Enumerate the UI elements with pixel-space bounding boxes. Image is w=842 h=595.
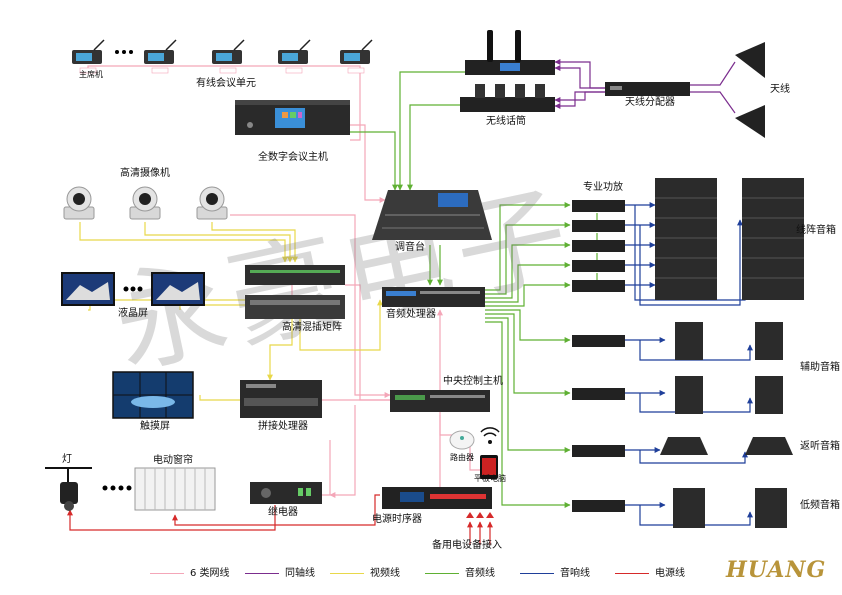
legend-swatch (330, 572, 364, 574)
label-light: 灯 (62, 454, 72, 465)
sub-speakers (673, 488, 787, 528)
label-lcd: 液晶屏 (118, 308, 148, 319)
legend-item-network: 6 类网线 (150, 564, 230, 579)
legend-swatch (150, 572, 184, 574)
label-matrix: 高清混插矩阵 (282, 322, 342, 333)
legend-label: 6 类网线 (190, 568, 230, 579)
lcd-screen-icons (61, 272, 205, 306)
aux-speakers (675, 322, 783, 414)
line-array-speakers (655, 178, 804, 300)
conference-host-device (235, 100, 350, 135)
label-relay: 继电器 (268, 507, 298, 518)
amplifier-devices (572, 200, 625, 512)
central-control-device (390, 390, 490, 412)
audio-processor-device (382, 287, 485, 307)
monitor-speakers (660, 437, 793, 455)
curtain-icon (134, 467, 216, 511)
label-sub: 低频音箱 (800, 500, 840, 511)
legend-item-speaker: 音响线 (520, 564, 590, 579)
label-audio-proc: 音频处理器 (386, 309, 436, 320)
legend-swatch (425, 572, 459, 574)
label-curtain: 电动窗帘 (153, 455, 193, 466)
wifi-icon (480, 427, 500, 444)
label-conf-host: 全数字会议主机 (258, 152, 328, 163)
antenna-splitter-device (605, 82, 690, 96)
label-hd-camera: 高清摄像机 (120, 168, 170, 179)
splice-processor-device (240, 380, 322, 418)
power-input-arrows (466, 512, 494, 518)
label-power-in: 备用电设备接入 (432, 540, 502, 551)
legend-item-video: 视频线 (330, 564, 400, 579)
touch-screen-wall (112, 371, 194, 419)
legend-label: 音频线 (465, 568, 495, 579)
relay-device (250, 482, 322, 504)
label-router: 路由器 (450, 453, 474, 462)
conference-unit-icons (72, 39, 373, 74)
label-aux: 辅助音箱 (800, 362, 840, 373)
legend-item-coax: 同轴线 (245, 564, 315, 579)
label-central: 中央控制主机 (443, 376, 503, 387)
legend-swatch (520, 572, 554, 574)
legend: 6 类网线 同轴线 视频线 音频线 音响线 电源线 (150, 560, 710, 580)
legend-label: 视频线 (370, 568, 400, 579)
audio-lines (350, 71, 598, 508)
label-tablet: 平板电脑 (474, 474, 506, 483)
label-splice: 拼接处理器 (258, 421, 308, 432)
antenna-icons (735, 42, 765, 138)
coax-lines (554, 59, 736, 114)
label-amp: 专业功放 (583, 182, 623, 193)
router-icon (449, 430, 475, 450)
power-lines (67, 494, 493, 545)
label-line-array: 线阵音箱 (796, 225, 836, 236)
power-sequencer-device (382, 487, 492, 509)
legend-item-power: 电源线 (615, 564, 685, 579)
label-power-seq: 电源时序器 (372, 514, 422, 525)
legend-swatch (615, 572, 649, 574)
matrix-device (245, 265, 345, 319)
light-icon (45, 467, 92, 511)
legend-label: 同轴线 (285, 568, 315, 579)
legend-label: 电源线 (655, 568, 685, 579)
legend-label: 音响线 (560, 568, 590, 579)
company-logo: HUANG (726, 557, 827, 583)
label-wired-units: 有线会议单元 (196, 78, 256, 89)
label-touch: 触摸屏 (140, 421, 170, 432)
legend-swatch (245, 572, 279, 574)
unit-tag: 主席机 (79, 70, 103, 79)
label-wireless-mic: 无线话筒 (486, 116, 526, 127)
mixer-device (372, 190, 492, 240)
label-antenna-split: 天线分配器 (625, 97, 675, 108)
label-mixer: 调音台 (395, 242, 425, 253)
legend-item-audio: 音频线 (425, 564, 495, 579)
wireless-mic-device (460, 30, 555, 112)
label-antenna: 天线 (770, 84, 790, 95)
camera-icons (63, 186, 228, 220)
label-monitor: 返听音箱 (800, 441, 840, 452)
tablet-icon (480, 455, 498, 479)
